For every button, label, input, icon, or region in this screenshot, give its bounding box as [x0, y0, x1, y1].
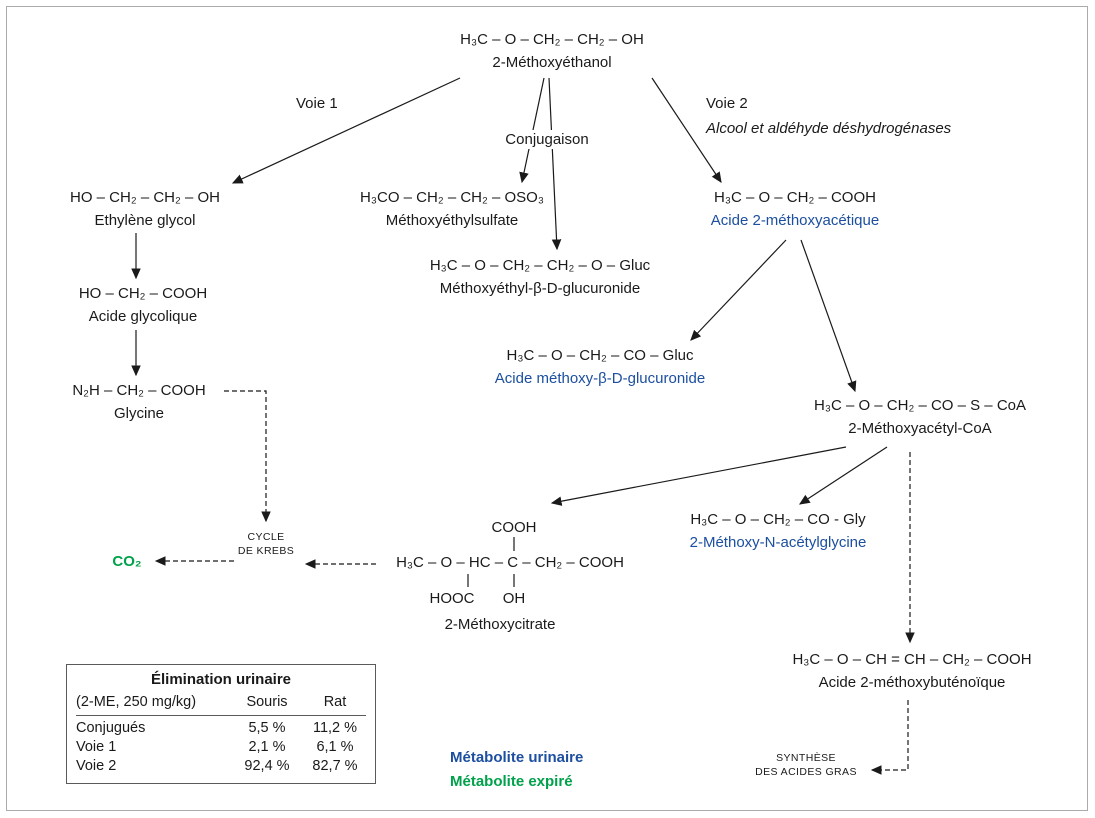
formula-methoxyethyl-glucuronide: H₃C – O – CH₂ – CH₂ – O – Gluc — [429, 257, 651, 274]
legend-expired-metabolite: Métabolite expiré — [450, 773, 573, 790]
label-voie1: Voie 1 — [296, 95, 338, 112]
table-cell-label: Conjugués — [76, 720, 146, 736]
table-row: Conjugués 5,5 % 11,2 % — [76, 719, 366, 738]
synthese-line2: DES ACIDES GRAS — [755, 765, 857, 778]
elimination-table: Élimination urinaire (2-ME, 250 mg/kg) S… — [66, 664, 376, 784]
table-cell-rat: 82,7 % — [312, 758, 358, 774]
formula-ethylene-glycol: HO – CH₂ – CH₂ – OH — [69, 189, 221, 206]
table-row: Voie 2 92,4 % 82,7 % — [76, 757, 366, 776]
name-2-methoxyacetyl-coa: 2-Méthoxyacétyl-CoA — [848, 420, 992, 437]
table-header-row: (2-ME, 250 mg/kg) Souris Rat — [76, 693, 366, 712]
node-2-methoxyacetyl-coa: H₃C – O – CH₂ – CO – S – CoA 2-Méthoxyac… — [814, 396, 1026, 438]
legend-urinary-metabolite: Métabolite urinaire — [450, 749, 584, 766]
name-2-methoxyethanol: 2-Méthoxyéthanol — [492, 54, 612, 71]
node-co2: CO₂ — [112, 553, 142, 570]
formula-methoxyethylsulfate: H₃CO – CH₂ – CH₂ – OSO₃ — [360, 189, 544, 206]
table-header-rat: Rat — [323, 694, 347, 710]
name-glycine: Glycine — [113, 405, 165, 422]
formula-2-methoxy-n-acetylglycine: H₃C – O – CH₂ – CO - Gly — [690, 511, 866, 528]
table-cell-rat: 11,2 % — [312, 720, 358, 736]
citrate-hooc: HOOC — [429, 590, 475, 607]
label-voie2: Voie 2 — [706, 95, 748, 112]
citrate-backbone: H₃C – O – HC – C – CH₂ – COOH — [396, 554, 624, 571]
formula-acide-glycolique: HO – CH₂ – COOH — [78, 285, 208, 302]
node-acide-methoxy-glucuronide: H₃C – O – CH₂ – CO – Gluc Acide méthoxy-… — [495, 346, 705, 388]
node-ethylene-glycol: HO – CH₂ – CH₂ – OH Ethylène glycol — [70, 188, 220, 230]
name-methoxyethylsulfate: Méthoxyéthylsulfate — [385, 212, 519, 229]
label-conjugaison: Conjugaison — [501, 130, 593, 149]
node-acide-glycolique: HO – CH₂ – COOH Acide glycolique — [79, 284, 207, 326]
formula-acide-2-methoxybutenoique: H₃C – O – CH = CH – CH₂ – COOH — [792, 651, 1032, 668]
node-glycine: N₂H – CH₂ – COOH Glycine — [72, 381, 205, 423]
diagram-border — [6, 6, 1088, 811]
name-ethylene-glycol: Ethylène glycol — [94, 212, 196, 229]
node-methoxyethylsulfate: H₃CO – CH₂ – CH₂ – OSO₃ Méthoxyéthylsulf… — [360, 188, 544, 230]
formula-glycine: N₂H – CH₂ – COOH — [72, 382, 206, 399]
table-title: Élimination urinaire — [150, 671, 292, 688]
table-cell-label: Voie 2 — [76, 758, 117, 774]
citrate-oh: OH — [502, 590, 526, 607]
krebs-cycle-label: CYCLE DE KREBS — [238, 531, 294, 558]
name-acide-glycolique: Acide glycolique — [88, 308, 198, 325]
name-2-methoxy-n-acetylglycine: 2-Méthoxy-N-acétylglycine — [689, 534, 867, 551]
node-2-methoxy-n-acetylglycine: H₃C – O – CH₂ – CO - Gly 2-Méthoxy-N-acé… — [690, 510, 867, 552]
krebs-cycle-line1: CYCLE — [247, 531, 285, 543]
formula-2-methoxyacetyl-coa: H₃C – O – CH₂ – CO – S – CoA — [814, 397, 1026, 414]
node-2-methoxyethanol: H₃C – O – CH₂ – CH₂ – OH 2-Méthoxyéthano… — [460, 30, 644, 72]
name-acide-2-methoxyacetique: Acide 2-méthoxyacétique — [710, 212, 880, 229]
krebs-cycle-line2: DE KREBS — [237, 544, 295, 557]
name-methoxyethyl-glucuronide: Méthoxyéthyl-β-D-glucuronide — [439, 280, 641, 297]
node-acide-2-methoxybutenoique: H₃C – O – CH = CH – CH₂ – COOH Acide 2-m… — [792, 650, 1031, 692]
fatty-acid-synthesis-label: SYNTHÈSE DES ACIDES GRAS — [755, 752, 857, 779]
table-header-souris: Souris — [246, 694, 288, 710]
table-header-dose: (2-ME, 250 mg/kg) — [76, 694, 197, 710]
table-row: Voie 1 2,1 % 6,1 % — [76, 738, 366, 757]
table-cell-souris: 5,5 % — [248, 720, 286, 736]
formula-acide-2-methoxyacetique: H₃C – O – CH₂ – COOH — [714, 189, 876, 206]
table-cell-souris: 2,1 % — [248, 739, 286, 755]
synthese-line1: SYNTHÈSE — [776, 752, 836, 764]
node-acide-2-methoxyacetique: H₃C – O – CH₂ – COOH Acide 2-méthoxyacét… — [711, 188, 879, 230]
table-header-separator — [76, 715, 366, 716]
table-cell-souris: 92,4 % — [244, 758, 290, 774]
formula-2-methoxyethanol: H₃C – O – CH₂ – CH₂ – OH — [460, 31, 644, 48]
node-methoxyethyl-glucuronide: H₃C – O – CH₂ – CH₂ – O – Gluc Méthoxyét… — [430, 256, 650, 298]
citrate-cooh-top: COOH — [491, 519, 537, 536]
label-voie2-enzymes: Alcool et aldéhyde déshydrogénases — [706, 120, 952, 137]
table-cell-label: Voie 1 — [76, 739, 117, 755]
formula-acide-methoxy-glucuronide: H₃C – O – CH₂ – CO – Gluc — [506, 347, 694, 364]
name-2-methoxycitrate: 2-Méthoxycitrate — [444, 616, 556, 633]
name-acide-2-methoxybutenoique: Acide 2-méthoxybuténoïque — [818, 674, 1006, 691]
table-cell-rat: 6,1 % — [316, 739, 354, 755]
name-acide-methoxy-glucuronide: Acide méthoxy-β-D-glucuronide — [494, 370, 706, 387]
